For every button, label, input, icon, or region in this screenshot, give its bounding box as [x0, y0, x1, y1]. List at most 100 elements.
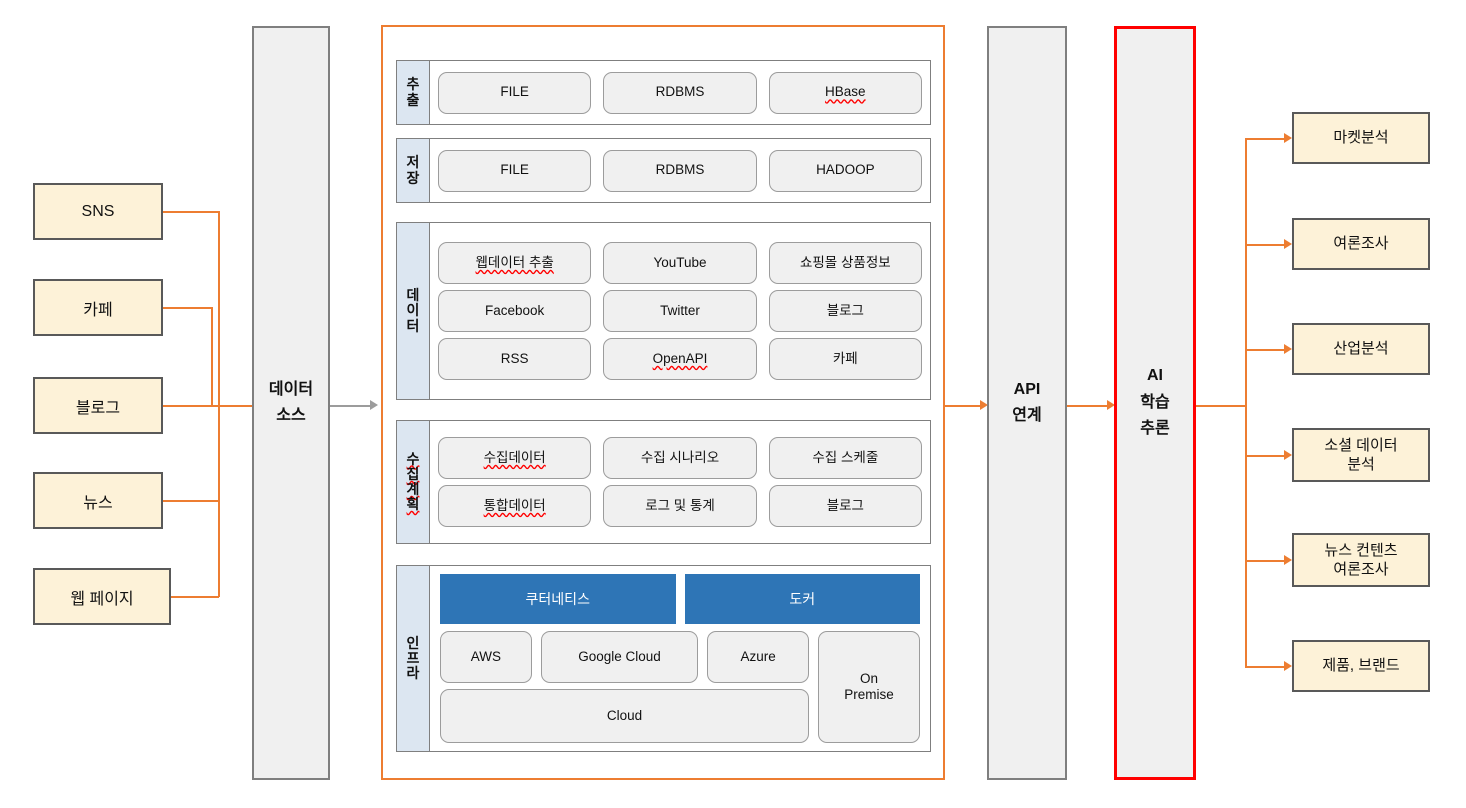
infra-provider-row: AWS Google Cloud Azure	[440, 631, 809, 683]
pillar-ai-training-inference[interactable]: AI 학습 추론	[1114, 26, 1196, 780]
chip-row: 통합데이터 로그 및 통계 블로그	[438, 485, 922, 527]
connector-result-2	[1245, 244, 1288, 246]
chip-rdbms[interactable]: RDBMS	[603, 71, 757, 114]
connector-result-5	[1245, 560, 1288, 562]
pillar-line-1: API	[1013, 380, 1041, 398]
chip-file[interactable]: FILE	[438, 71, 592, 114]
label-char: 터	[406, 317, 420, 334]
infra-cloud-row: AWS Google Cloud Azure Cloud On Premise	[440, 631, 920, 743]
result-box-industry-analysis[interactable]: 산업분석	[1292, 323, 1430, 375]
chip-label: YouTube	[653, 254, 707, 270]
arrow-platform-to-api	[980, 400, 988, 410]
chip-kubernetes[interactable]: 쿠터네티스	[440, 574, 676, 624]
chip-google-cloud[interactable]: Google Cloud	[540, 631, 699, 683]
result-box-news-content-opinion-poll[interactable]: 뉴스 컨텐츠 여론조사	[1292, 533, 1430, 587]
chip-label: FILE	[500, 84, 529, 100]
connector-trunk-top	[218, 211, 220, 406]
connector-webpage	[171, 596, 219, 598]
chip-docker[interactable]: 도커	[684, 574, 920, 624]
section-storage: 저 장 FILE RDBMS HADOOP	[396, 138, 931, 203]
chip-label: 통합데이터	[483, 497, 546, 513]
result-box-market-analysis[interactable]: 마켓분석	[1292, 112, 1430, 164]
chip-label: 블로그	[826, 497, 864, 513]
source-label: 카페	[83, 301, 113, 319]
chip-integrated-data[interactable]: 통합데이터	[438, 485, 592, 527]
connector-trunk-upper	[211, 307, 213, 406]
chip-label: HADOOP	[816, 162, 875, 178]
connector-result-3	[1245, 349, 1288, 351]
chip-label: FILE	[500, 162, 529, 178]
chip-label: 수집 스케줄	[812, 449, 879, 465]
label-char: 출	[406, 91, 420, 108]
result-box-opinion-poll[interactable]: 여론조사	[1292, 218, 1430, 270]
chip-hadoop[interactable]: HADOOP	[768, 149, 922, 192]
chip-rss[interactable]: RSS	[438, 338, 592, 380]
chip-openapi[interactable]: OpenAPI	[603, 338, 757, 380]
chip-cloud-bar[interactable]: Cloud	[440, 689, 809, 743]
result-label: 마켓분석	[1333, 129, 1389, 147]
chip-web-data-extract[interactable]: 웹데이터 추출	[438, 242, 592, 284]
chip-youtube[interactable]: YouTube	[603, 242, 757, 284]
chip-twitter[interactable]: Twitter	[603, 290, 757, 332]
label-char: 라	[406, 665, 420, 682]
source-box-cafe[interactable]: 카페	[33, 279, 163, 336]
arrow-api-to-ai	[1107, 400, 1115, 410]
pillar-line-1: 데이터	[268, 380, 314, 398]
source-label: 웹 페이지	[70, 590, 134, 608]
chip-label: RDBMS	[655, 162, 705, 178]
result-box-social-data-analysis[interactable]: 소셜 데이터 분석	[1292, 428, 1430, 482]
chip-file[interactable]: FILE	[438, 149, 592, 192]
section-label-storage: 저 장	[397, 139, 430, 202]
result-box-product-brand[interactable]: 제품, 브랜드	[1292, 640, 1430, 692]
source-box-sns[interactable]: SNS	[33, 183, 163, 240]
connector-news	[163, 500, 219, 502]
section-data: 데 이 터 웹데이터 추출 YouTube 쇼핑몰 상품정보 Facebook …	[396, 222, 931, 400]
chip-collected-data[interactable]: 수집데이터	[438, 437, 592, 479]
connector-result-1	[1245, 138, 1288, 140]
chip-label: 블로그	[826, 302, 864, 318]
chip-azure[interactable]: Azure	[707, 631, 809, 683]
connector-result-4	[1245, 455, 1288, 457]
pillar-line-3: 추론	[1140, 420, 1170, 438]
chip-blog[interactable]: 블로그	[768, 485, 922, 527]
chip-collection-scenario[interactable]: 수집 시나리오	[603, 437, 757, 479]
section-collection-plan: 수 집 계 획 수집데이터 수집 시나리오 수집 스케줄 통합데이터 로그 및 …	[396, 420, 931, 544]
source-box-webpage[interactable]: 웹 페이지	[33, 568, 171, 625]
pillar-line-2: 소스	[276, 407, 306, 424]
chip-row: FILE RDBMS HBase	[438, 71, 922, 114]
chip-blog[interactable]: 블로그	[768, 290, 922, 332]
section-infra: 인 프 라 쿠터네티스 도커 AWS Google Cloud Azure Cl…	[396, 565, 931, 752]
pillar-data-source[interactable]: 데이터 소스	[252, 26, 330, 780]
chip-shopping-mall-product-info[interactable]: 쇼핑몰 상품정보	[768, 242, 922, 284]
chip-facebook[interactable]: Facebook	[438, 290, 592, 332]
section-body-collection-plan: 수집데이터 수집 시나리오 수집 스케줄 통합데이터 로그 및 통계 블로그	[430, 421, 930, 543]
arrow-source-to-platform	[370, 400, 378, 410]
connector-trunk-lower	[218, 405, 220, 597]
source-box-news[interactable]: 뉴스	[33, 472, 163, 529]
pillar-line-2: 연계	[1012, 407, 1042, 424]
chip-aws[interactable]: AWS	[440, 631, 532, 683]
pillar-api-integration[interactable]: API 연계	[987, 26, 1067, 780]
source-box-blog[interactable]: 블로그	[33, 377, 163, 434]
label-char: 추	[406, 76, 420, 93]
chip-collection-schedule[interactable]: 수집 스케줄	[768, 437, 922, 479]
connector-blog	[163, 405, 252, 407]
chip-row: 웹데이터 추출 YouTube 쇼핑몰 상품정보	[438, 242, 922, 284]
label-char: 프	[406, 649, 420, 666]
label-char: 획	[406, 496, 420, 513]
chip-hbase[interactable]: HBase	[768, 71, 922, 114]
arrow-result-4	[1284, 450, 1292, 460]
chip-label: 도커	[789, 590, 816, 607]
chip-rdbms[interactable]: RDBMS	[603, 149, 757, 192]
chip-on-premise[interactable]: On Premise	[818, 631, 920, 743]
chip-log-and-stats[interactable]: 로그 및 통계	[603, 485, 757, 527]
chip-row: 수집데이터 수집 시나리오 수집 스케줄	[438, 437, 922, 479]
label-char: 저	[406, 154, 420, 171]
chip-cafe[interactable]: 카페	[768, 338, 922, 380]
label-char: 수	[406, 450, 420, 467]
connector-platform-to-api	[945, 405, 983, 407]
chip-label: 카페	[832, 350, 858, 366]
connector-api-to-ai	[1067, 405, 1110, 407]
arrow-result-6	[1284, 661, 1292, 671]
